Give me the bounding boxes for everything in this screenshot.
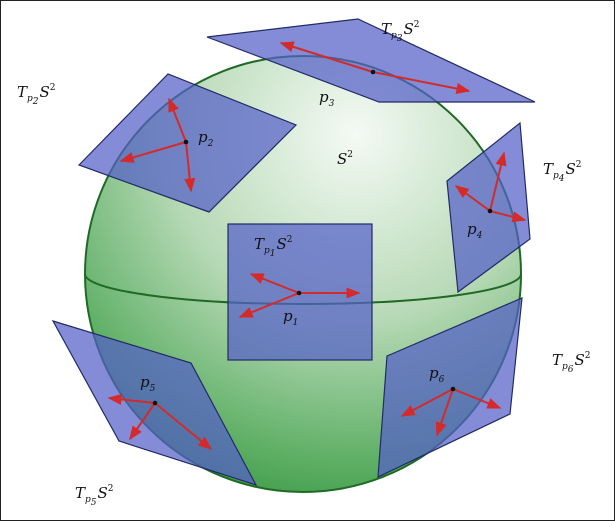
vector-arrow — [154, 402, 213, 450]
point-label-p5: p5 — [140, 373, 156, 394]
point-label-p2: p2 — [198, 128, 214, 149]
vector-arrow — [249, 273, 300, 294]
tangent-label-p2: Tp2S2 — [17, 83, 56, 107]
point-label-p6: p6 — [429, 364, 445, 385]
vector-arrow — [279, 41, 374, 73]
point-marker — [152, 400, 158, 406]
point-marker — [487, 208, 493, 214]
vector-arrow — [452, 388, 502, 409]
vector-arrow — [489, 151, 507, 212]
point-marker — [450, 386, 456, 392]
point-label-p4: p4 — [467, 220, 483, 241]
vector-arrow — [400, 388, 454, 417]
sphere-label: S2 — [337, 150, 353, 168]
point-marker — [296, 290, 302, 296]
tangent-label-p3: Tp3S2 — [381, 20, 420, 44]
point-label-p3: p3 — [319, 88, 335, 109]
vector-arrow — [129, 402, 156, 441]
vector-arrow — [489, 210, 527, 223]
tangent-label-p5: Tp5S2 — [75, 484, 114, 508]
tangent-plane-p2: p2 Tp2S2 — [17, 73, 298, 213]
tangent-label-p1: Tp1S2 — [254, 235, 293, 259]
tangent-plane-p1: p1 Tp1S2 — [227, 223, 373, 361]
tangent-plane-p3: p3 Tp3S2 — [206, 18, 536, 109]
tangent-label-p4: Tp4S2 — [543, 160, 582, 184]
vector-arrow — [238, 292, 300, 318]
tangent-plane-p6: p6 Tp6S2 — [377, 297, 591, 478]
vector-arrow — [435, 388, 454, 437]
vector-arrow — [168, 97, 187, 143]
point-marker — [183, 139, 189, 145]
vector-arrow — [454, 185, 491, 212]
point-label-p1: p1 — [283, 307, 298, 328]
vector-arrow — [107, 393, 156, 405]
tangent-label-p6: Tp6S2 — [552, 351, 591, 375]
point-marker — [370, 69, 376, 75]
vector-arrow — [119, 141, 187, 163]
vector-arrow — [372, 71, 471, 95]
vector-arrow — [184, 141, 196, 193]
tangent-plane-p5: p5 Tp5S2 — [51, 319, 258, 508]
tangent-plane-p4: p4 Tp4S2 — [446, 121, 582, 294]
